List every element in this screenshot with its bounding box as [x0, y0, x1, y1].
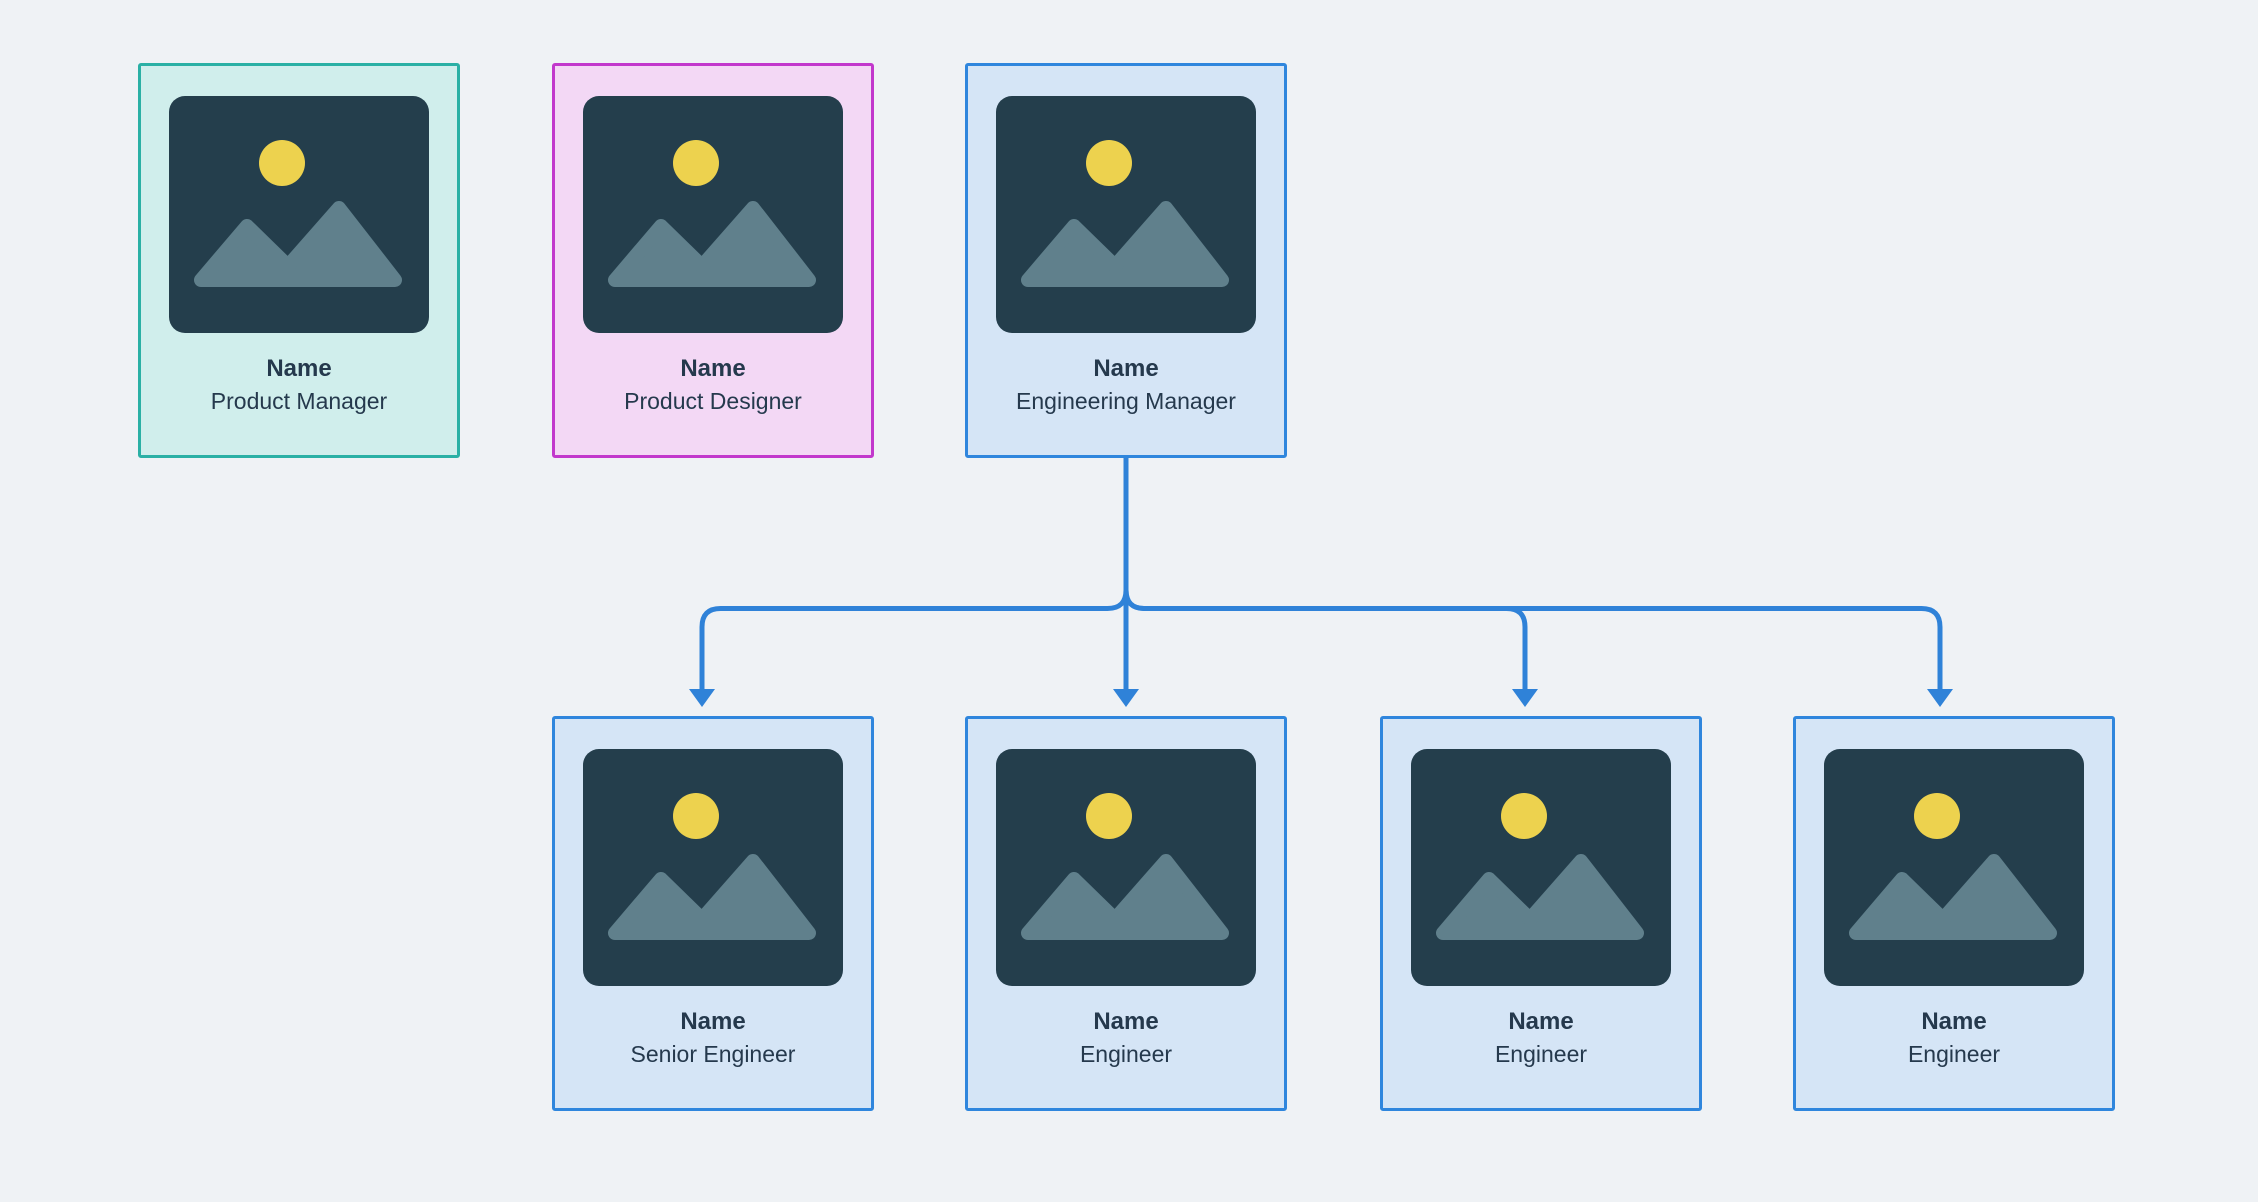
- arrow-down-icon: [1512, 689, 1538, 707]
- org-card-engineer-2[interactable]: Name Engineer: [1380, 716, 1702, 1111]
- sun-icon: [259, 140, 305, 186]
- sun-icon: [1914, 793, 1960, 839]
- mountains-icon: [1021, 854, 1229, 940]
- card-role: Senior Engineer: [630, 1041, 796, 1067]
- card-name: Name: [1093, 355, 1159, 382]
- edge-engineering-manager-to-engineer-3[interactable]: [1123, 458, 1953, 707]
- arrow-down-icon: [1927, 689, 1953, 707]
- image-placeholder-icon: [583, 96, 843, 333]
- card-role: Product Designer: [624, 388, 802, 414]
- photo-frame: [1824, 749, 2084, 986]
- image-placeholder-icon: [583, 749, 843, 986]
- sun-icon: [673, 793, 719, 839]
- sun-icon: [1501, 793, 1547, 839]
- sun-icon: [1086, 793, 1132, 839]
- image-placeholder-icon: [169, 96, 429, 333]
- mountains-icon: [194, 201, 402, 287]
- photo-frame: [583, 96, 843, 333]
- photo-frame: [1411, 749, 1671, 986]
- org-card-engineering-manager[interactable]: Name Engineering Manager: [965, 63, 1287, 458]
- card-name: Name: [680, 355, 746, 382]
- photo-frame: [583, 749, 843, 986]
- photo-frame: [996, 749, 1256, 986]
- card-role: Engineer: [1494, 1041, 1588, 1067]
- org-card-product-designer[interactable]: Name Product Designer: [552, 63, 874, 458]
- photo-frame: [169, 96, 429, 333]
- mountains-icon: [1436, 854, 1644, 940]
- card-role: Engineer: [1079, 1041, 1173, 1067]
- org-card-product-manager[interactable]: Name Product Manager: [138, 63, 460, 458]
- mountains-icon: [1849, 854, 2057, 940]
- sun-icon: [673, 140, 719, 186]
- sun-icon: [1086, 140, 1132, 186]
- photo-frame: [996, 96, 1256, 333]
- image-placeholder-icon: [996, 96, 1256, 333]
- mountains-icon: [1021, 201, 1229, 287]
- org-card-engineer-3[interactable]: Name Engineer: [1793, 716, 2115, 1111]
- card-name: Name: [680, 1008, 746, 1035]
- card-name: Name: [1921, 1008, 1987, 1035]
- card-role: Engineering Manager: [1016, 388, 1236, 414]
- mountains-icon: [608, 854, 816, 940]
- arrow-down-icon: [1113, 689, 1139, 707]
- image-placeholder-icon: [1824, 749, 2084, 986]
- mountains-icon: [608, 201, 816, 287]
- card-name: Name: [1093, 1008, 1159, 1035]
- card-role: Engineer: [1907, 1041, 2001, 1067]
- card-name: Name: [1508, 1008, 1574, 1035]
- edge-engineering-manager-to-senior-engineer[interactable]: [689, 458, 1129, 707]
- edge-engineering-manager-to-engineer-2[interactable]: [1123, 458, 1538, 707]
- image-placeholder-icon: [996, 749, 1256, 986]
- image-placeholder-icon: [1411, 749, 1671, 986]
- card-name: Name: [266, 355, 332, 382]
- card-role: Product Manager: [210, 388, 388, 414]
- arrow-down-icon: [689, 689, 715, 707]
- org-card-senior-engineer[interactable]: Name Senior Engineer: [552, 716, 874, 1111]
- org-card-engineer-1[interactable]: Name Engineer: [965, 716, 1287, 1111]
